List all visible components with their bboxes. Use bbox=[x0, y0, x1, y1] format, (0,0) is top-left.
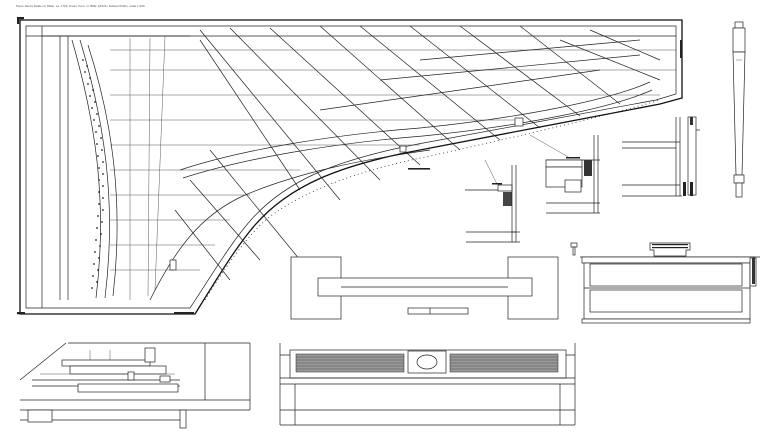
lid-plan bbox=[290, 256, 559, 320]
case-section-a bbox=[465, 159, 520, 243]
sheet-caption: Pipes Jamini Mekler In Milan, ca. 1703. … bbox=[16, 4, 146, 8]
front-elevation-drawers bbox=[570, 242, 760, 324]
case-section-c bbox=[622, 116, 700, 197]
keyboard-side-section bbox=[19, 342, 251, 429]
plan-view bbox=[17, 17, 683, 315]
keyboard-front-elevation bbox=[279, 343, 576, 426]
leg-elevation bbox=[732, 21, 746, 198]
case-section-b bbox=[529, 134, 600, 214]
